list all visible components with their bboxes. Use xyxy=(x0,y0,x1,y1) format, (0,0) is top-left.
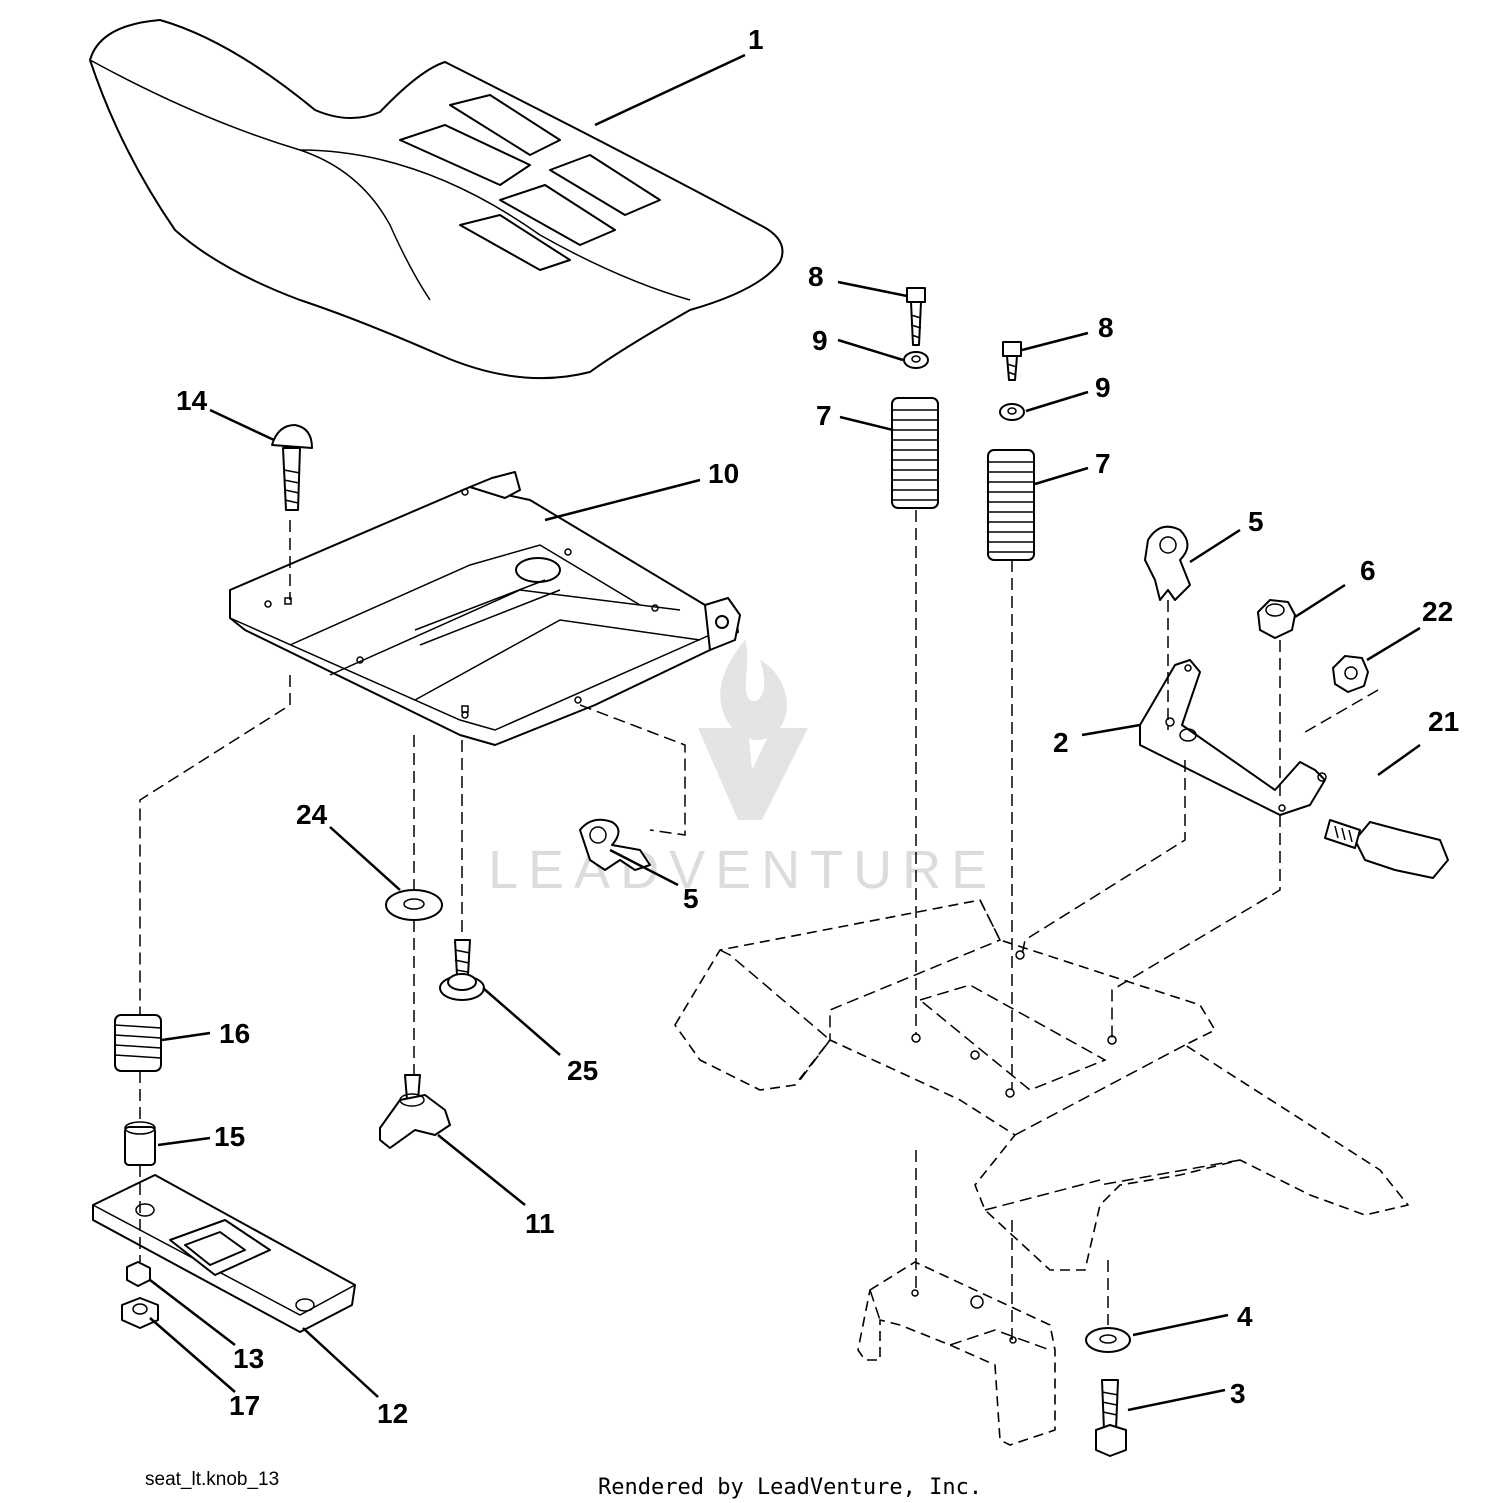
callout-3: 3 xyxy=(1230,1378,1246,1409)
callout-5-left: 5 xyxy=(683,883,699,914)
spring-16 xyxy=(114,1014,162,1072)
callout-4: 4 xyxy=(1237,1301,1253,1332)
render-credit: Rendered by LeadVenture, Inc. xyxy=(598,1475,982,1500)
callout-12: 12 xyxy=(377,1398,408,1429)
callout-7-right: 7 xyxy=(1095,448,1111,479)
callout-5-right: 5 xyxy=(1248,506,1264,537)
callout-11: 11 xyxy=(525,1208,555,1239)
bolt-8-right xyxy=(1002,341,1022,381)
callout-labels: 1 2 3 4 5 5 6 7 7 8 8 9 9 10 11 12 13 14… xyxy=(176,24,1459,1429)
callout-8-right: 8 xyxy=(1098,312,1114,343)
washer-9-left xyxy=(903,351,929,369)
callout-16: 16 xyxy=(219,1018,250,1049)
leader-lines xyxy=(149,53,1421,1412)
callout-24: 24 xyxy=(296,799,328,830)
clip-5-right xyxy=(1144,525,1191,601)
spring-7-right xyxy=(987,449,1035,561)
callout-1: 1 xyxy=(748,24,764,55)
callout-17: 17 xyxy=(229,1390,260,1421)
frame-outline xyxy=(674,899,1409,1271)
callout-10: 10 xyxy=(708,458,739,489)
assembly-lines xyxy=(139,510,1379,1340)
callout-22: 22 xyxy=(1422,596,1453,627)
watermark-text: LEADVENTURE xyxy=(488,840,997,900)
bolt-8-left xyxy=(906,287,926,346)
drawing-id: seat_lt.knob_13 xyxy=(145,1469,279,1490)
spacer-15 xyxy=(124,1121,156,1166)
seat xyxy=(89,19,784,380)
bolt-25 xyxy=(439,939,485,1001)
bolt-21 xyxy=(1324,819,1449,879)
watermark: LEADVENTURE xyxy=(488,640,997,900)
lower-bracket-outline xyxy=(857,1261,1056,1446)
callout-2: 2 xyxy=(1053,727,1069,758)
mount-plate-12 xyxy=(92,1174,356,1333)
callout-7-left: 7 xyxy=(816,400,832,431)
knob-11 xyxy=(379,1074,451,1149)
nut-17 xyxy=(121,1297,159,1329)
callout-9-right: 9 xyxy=(1095,372,1111,403)
washer-9-right xyxy=(999,403,1025,421)
bolt-3 xyxy=(1095,1379,1127,1457)
callout-15: 15 xyxy=(214,1121,245,1152)
spring-7-left xyxy=(891,397,939,509)
nut-6 xyxy=(1257,599,1296,639)
callout-25: 25 xyxy=(567,1055,598,1086)
washer-24 xyxy=(385,889,443,921)
seat-pan xyxy=(229,471,741,746)
callout-9-left: 9 xyxy=(812,325,828,356)
nut-13 xyxy=(126,1261,151,1287)
carriage-bolt-14 xyxy=(271,424,313,511)
callout-6: 6 xyxy=(1360,555,1376,586)
washer-4 xyxy=(1085,1327,1131,1353)
callout-13: 13 xyxy=(233,1343,264,1374)
nut-22 xyxy=(1332,655,1369,693)
seat-panels xyxy=(399,94,661,271)
callout-8-left: 8 xyxy=(808,261,824,292)
callout-21: 21 xyxy=(1428,706,1459,737)
callout-14: 14 xyxy=(176,385,208,416)
